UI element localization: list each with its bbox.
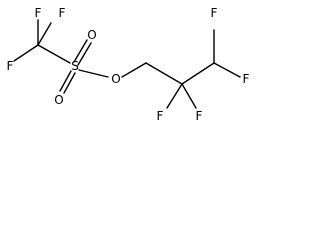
- bond-s-o-bottom-b: [63, 72, 76, 94]
- atom-label-f-upper-right: F: [59, 6, 66, 20]
- atom-label-o-bottom: O: [54, 93, 63, 107]
- bond-s-o-top-a: [73, 39, 88, 63]
- atom-label-o-ester: O: [111, 72, 120, 86]
- atom-label-f-lower-right: F: [196, 109, 203, 123]
- bond-cf2-f-lower-left: [166, 83, 183, 109]
- atom-label-f-lower-left: F: [157, 109, 164, 123]
- atom-label-s: S: [71, 59, 79, 73]
- bond-cf2-f-lower-right: [181, 83, 197, 109]
- atom-label-o-top: O: [87, 28, 96, 42]
- bond-ch2-cf2: [145, 62, 183, 85]
- atom-label-f-top-right: F: [211, 6, 218, 20]
- bond-cf2-chf2: [181, 62, 215, 85]
- bond-cf3-f-left: [13, 44, 39, 62]
- bond-s-o-ester: [78, 69, 109, 78]
- molecule-structure: F F F S O O O F F F F: [7, 6, 250, 123]
- bond-cf3-f-right: [37, 22, 52, 46]
- bond-o-ch2: [121, 62, 147, 78]
- bond-c-s: [37, 44, 71, 64]
- bond-s-o-top-b: [77, 42, 92, 66]
- atom-label-f-right: F: [243, 72, 250, 86]
- bond-chf2-f-right: [213, 62, 241, 78]
- atom-label-f-top: F: [35, 6, 42, 20]
- bond-s-o-bottom-a: [59, 70, 72, 92]
- atom-label-f-left: F: [7, 59, 14, 73]
